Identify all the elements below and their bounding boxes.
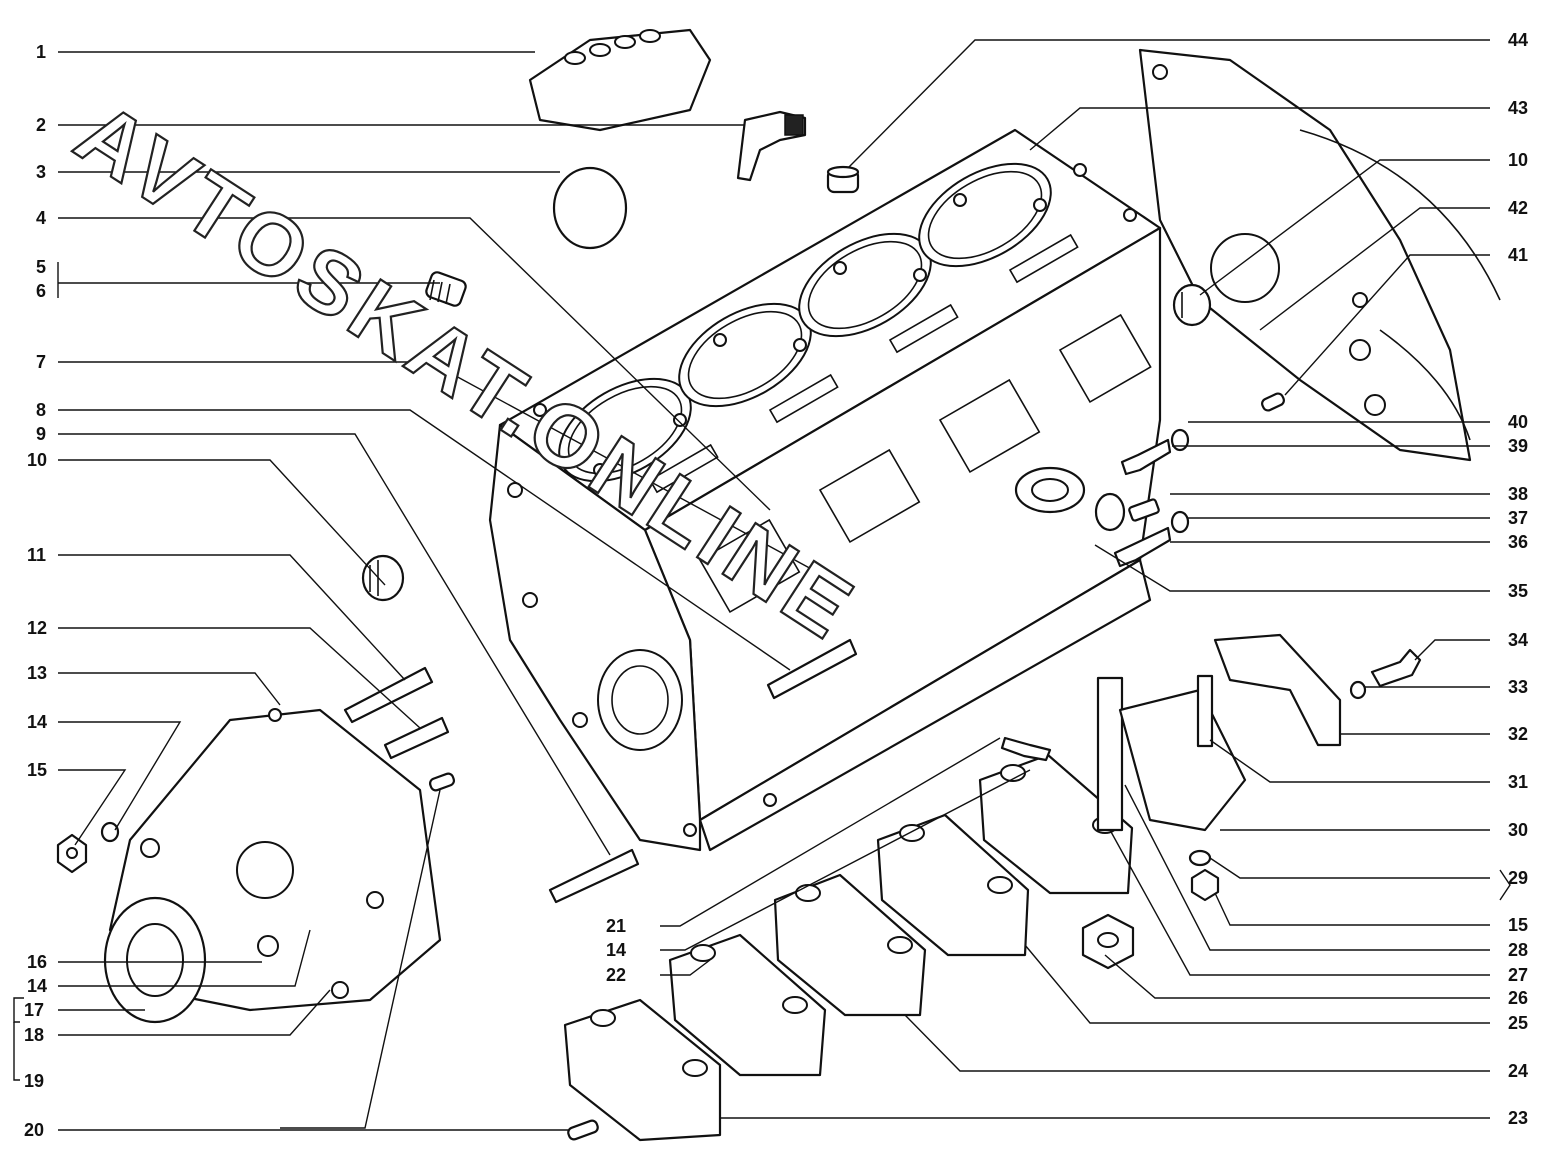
callout-14: 14 [27,712,47,732]
callout-38: 38 [1508,484,1528,504]
callout-22: 22 [606,965,626,985]
rear-plate [1138,48,1501,462]
callout-14b: 14 [27,976,47,996]
callout-25: 25 [1508,1013,1528,1033]
callout-30: 30 [1508,820,1528,840]
callout-19: 19 [24,1071,44,1091]
callout-10: 10 [27,450,47,470]
callout-41: 41 [1508,245,1528,265]
callout-16: 16 [27,952,47,972]
large-nut-26 [1081,913,1135,970]
bolt-34 [1370,648,1422,688]
bracket-32 [1213,633,1342,747]
oil-pump-body [1118,674,1247,832]
callout-2: 2 [36,115,46,135]
callout-3: 3 [36,162,46,182]
callout-15r: 15 [1508,915,1528,935]
callout-12: 12 [27,618,47,638]
right-callouts: 44 43 10 42 41 40 39 38 37 36 35 34 33 3… [1508,30,1528,1128]
bolt-39 [1120,438,1172,476]
dowel-pin-rear [1261,392,1285,412]
front-cover-housing [103,708,442,1024]
callout-37: 37 [1508,508,1528,528]
stud-12 [383,716,450,760]
washer-14-left [100,821,120,843]
dowel-pin-20-top [428,772,456,792]
callout-39: 39 [1508,436,1528,456]
callout-11: 11 [27,545,46,565]
bolt-21 [1000,736,1052,762]
callout-29: 29 [1508,868,1528,888]
washer-29 [1188,849,1212,867]
stud-38 [1128,498,1160,522]
callout-28: 28 [1508,940,1528,960]
callout-31: 31 [1508,772,1528,792]
callout-20: 20 [24,1120,44,1140]
threaded-plug-left [361,554,405,602]
cylinder-block [488,128,1162,852]
callout-23: 23 [1508,1108,1528,1128]
main-bearing-cap-2 [668,933,827,1077]
leader-lines [13,39,1511,1131]
nut-15-right [1190,868,1220,902]
callout-32: 32 [1508,724,1528,744]
stud-11 [343,666,434,724]
stud-9 [548,848,640,904]
callout-5: 5 [36,257,46,277]
sensor-bracket [736,110,807,182]
callout-35: 35 [1508,581,1528,601]
dowel-pin-20-bottom [567,1119,599,1141]
mini-block-icon [528,28,712,132]
nut-15-left [56,833,88,874]
threaded-plug-upper [425,271,467,307]
washer-37 [1170,510,1190,534]
bolt-36 [1113,526,1172,568]
callout-14c: 14 [606,940,626,960]
callout-8: 8 [36,400,46,420]
callout-13: 13 [27,663,47,683]
callout-21: 21 [606,916,626,936]
callout-10r: 10 [1508,150,1528,170]
callout-6: 6 [36,281,46,301]
callout-17: 17 [24,1000,44,1020]
small-plug [826,165,860,194]
callout-7: 7 [36,352,46,372]
stud-27 [1096,676,1124,832]
washer-33 [1349,680,1367,700]
callout-27: 27 [1508,965,1528,985]
callout-36: 36 [1508,532,1528,552]
callout-15: 15 [27,760,47,780]
callout-42: 42 [1508,198,1528,218]
callout-1: 1 [36,42,46,62]
callout-33: 33 [1508,677,1528,697]
washer-40 [1170,428,1190,452]
callout-18: 18 [24,1025,44,1045]
center-callouts: 21 14 22 [606,916,626,985]
main-bearing-cap-1 [563,998,722,1142]
cup-plug [552,166,628,250]
callout-24: 24 [1508,1061,1528,1081]
callout-4: 4 [36,208,46,228]
stud-8 [766,638,858,700]
callout-43: 43 [1508,98,1528,118]
callout-34: 34 [1508,630,1528,650]
gasket-38 [1094,492,1126,532]
callout-9: 9 [36,424,46,444]
callout-44: 44 [1508,30,1528,50]
callout-40: 40 [1508,412,1528,432]
left-callouts: 1 2 3 4 5 6 7 8 9 10 11 12 13 14 15 16 1… [24,42,47,1140]
callout-26: 26 [1508,988,1528,1008]
